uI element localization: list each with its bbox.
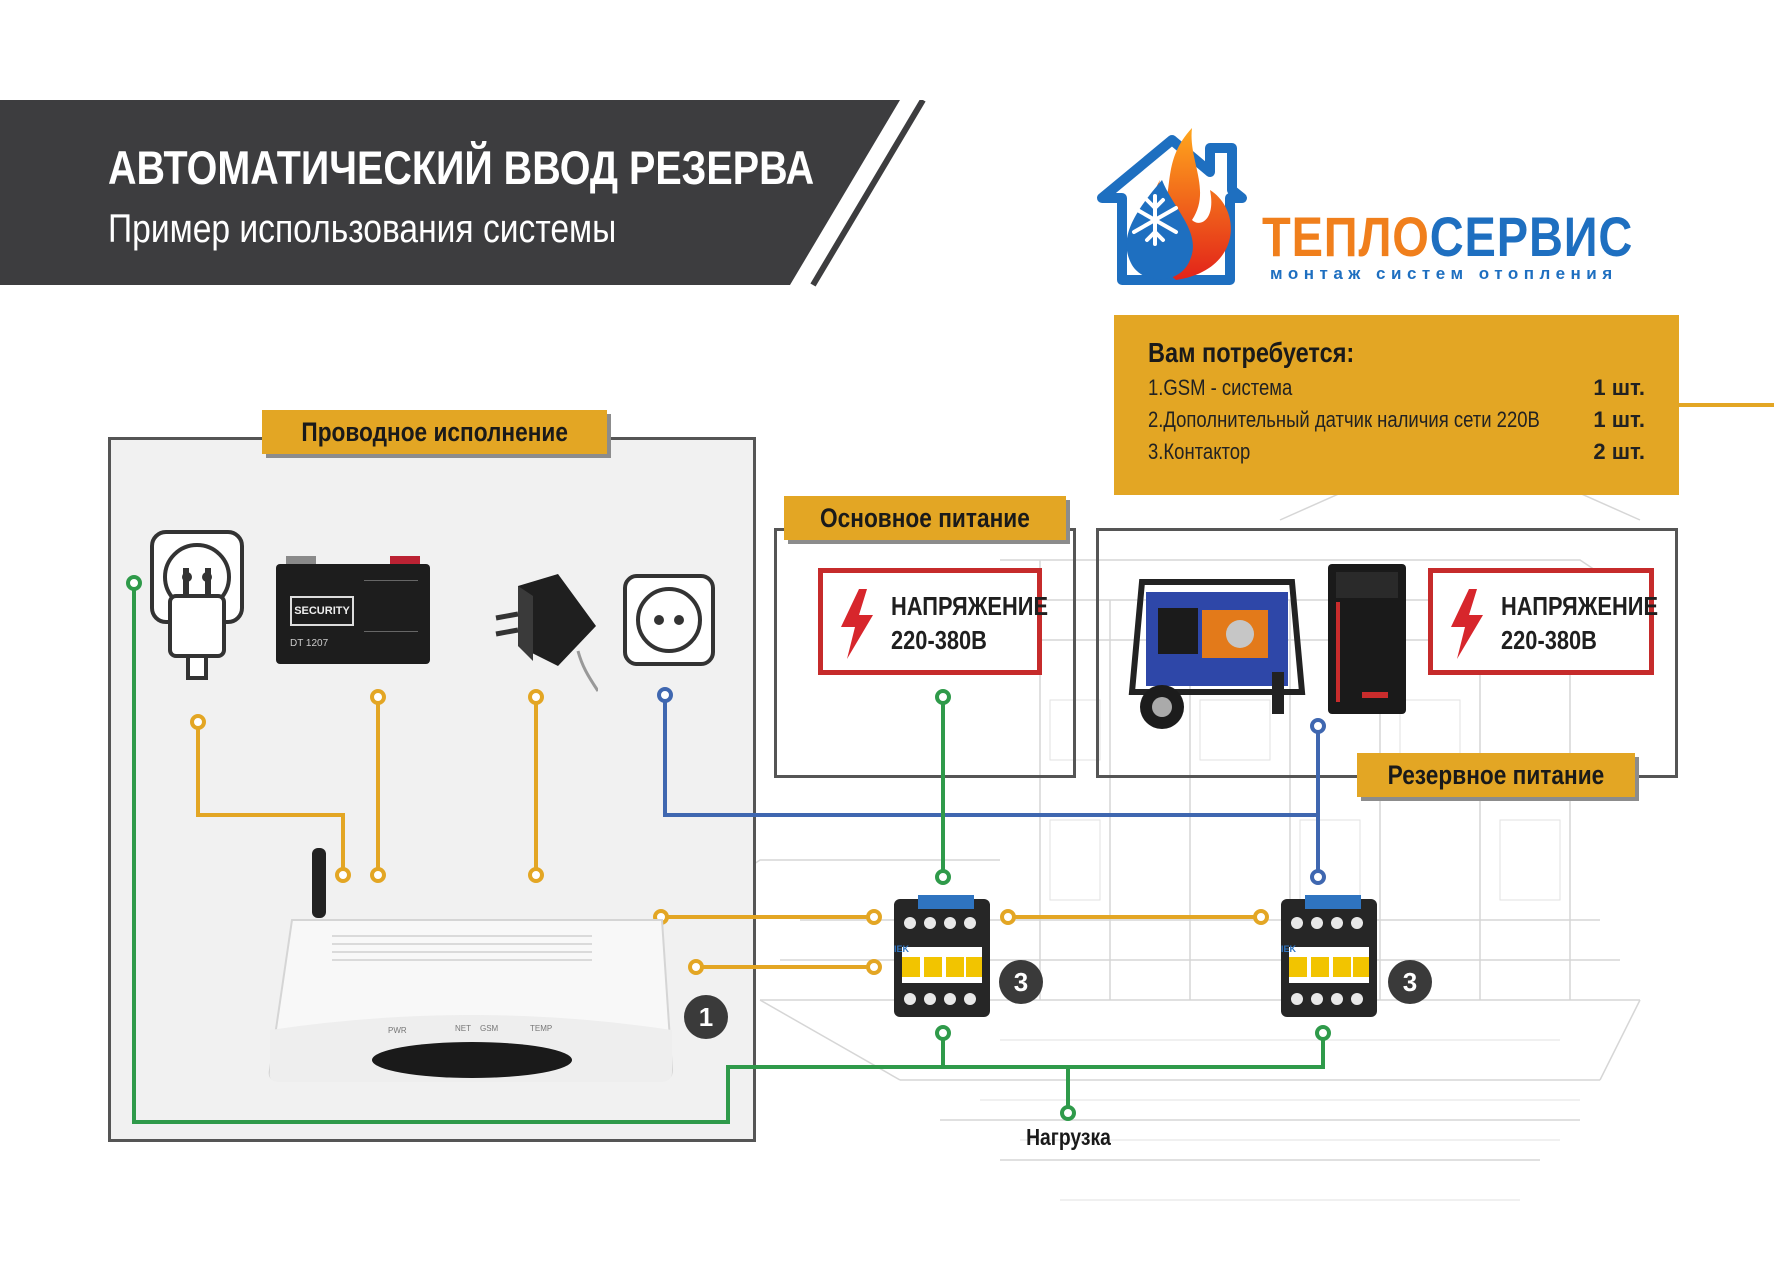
wire-plug-to-router [196,722,345,875]
main-power-label: Основное питание [784,496,1066,540]
router-led-label: NET [455,1024,471,1033]
gsm-router-icon [268,848,674,1082]
contactor-icon [894,895,990,1017]
contactor-icon [1281,895,1377,1017]
house-flame-logo-icon [1097,128,1247,285]
warning-line2: 220-380В [891,625,987,655]
requirement-item: 2.Дополнительный датчик наличия сети 220… [1148,407,1645,432]
contactor-brand-label: IEK [894,944,910,954]
warning-line1: НАПРЯЖЕНИЕ [1501,591,1659,621]
main-voltage-warning: НАПРЯЖЕНИЕ 220-380В [818,568,1048,675]
socket-icon [623,574,715,666]
warning-line1: НАПРЯЖЕНИЕ [891,591,1049,621]
requirement-qty: 1 шт. [1593,375,1645,400]
battery-model-label: DT 1207 [290,638,329,649]
brand-tagline: монтаж систем отопления [1270,264,1618,283]
requirement-qty: 1 шт. [1593,407,1645,432]
brand-name-part2: СЕРВИС [1429,205,1634,268]
pc-tower-icon [1328,564,1406,714]
socket-with-plug-icon [150,530,244,680]
snowflake-icon [1132,194,1178,246]
router-led-label: TEMP [530,1024,553,1033]
battery-brand-label: SECURITY [290,596,354,626]
requirement-qty: 2 шт. [1593,439,1645,464]
router-led-label: GSM [480,1024,499,1033]
backup-voltage-warning: НАПРЯЖЕНИЕ 220-380В [1428,568,1658,675]
requirements-heading: Вам потребуется: [1148,337,1355,368]
header-band [0,100,926,287]
battery-icon: SECURITY DT 1207 [276,556,430,668]
contactor-number-badge: 3 [1388,960,1432,1004]
brand-name: ТЕПЛОСЕРВИС [1262,206,1704,268]
backup-power-label: Резервное питание [1357,753,1635,797]
requirement-item: 1.GSM - система 1 шт. [1148,375,1645,400]
page-subtitle: Пример использования системы [108,207,617,251]
requirement-item: 3.Контактор 2 шт. [1148,439,1645,464]
requirements-connector-line [1679,403,1774,407]
contactor-number-badge: 3 [999,960,1043,1004]
battery-terminal [390,556,420,566]
router-led-label: PWR [388,1026,407,1035]
load-label: Нагрузка [1025,1124,1111,1150]
generator-icon [1128,579,1306,729]
wire-router-ground-loop [132,583,1325,1124]
wired-section-label: Проводное исполнение [262,410,607,454]
brand-name-part1: ТЕПЛО [1262,205,1430,268]
lightning-icon [1451,589,1483,659]
gsm-number-badge: 1 [684,995,728,1039]
power-adapter-icon [495,574,598,692]
wire-socket-to-sensor [663,695,1318,817]
contactor-brand-label: IEK [1281,944,1297,954]
battery-terminal [286,556,316,566]
page-title: АВТОМАТИЧЕСКИЙ ВВОД РЕЗЕРВА [108,141,815,194]
requirements-box: Вам потребуется: 1.GSM - система 1 шт. 2… [1114,315,1679,495]
battery-spec-lines [364,580,418,632]
warning-line2: 220-380В [1501,625,1597,655]
lightning-icon [841,589,873,659]
